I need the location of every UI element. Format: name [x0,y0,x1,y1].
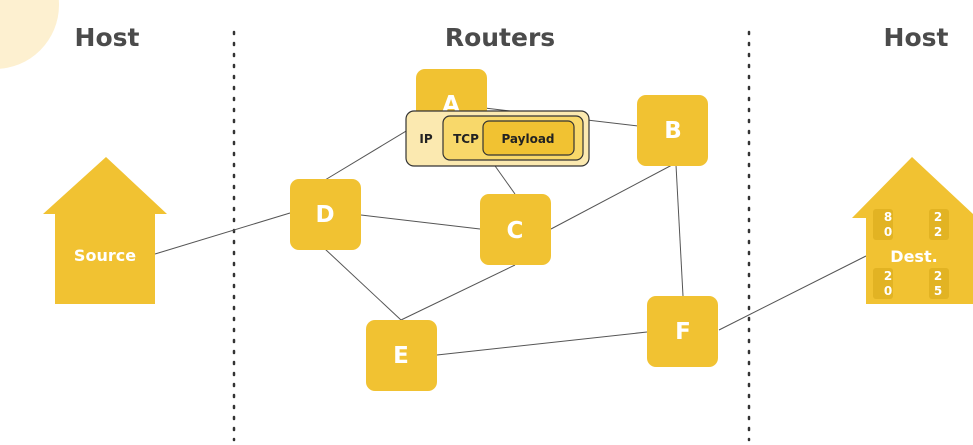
destination-house-shape [852,157,973,304]
link-c-e [400,264,516,321]
dest-window-1 [873,209,893,240]
router-b-label: B [664,118,682,144]
heading-left-host: Host [75,23,140,52]
packet-tcp-label: TCP [453,132,479,146]
router-f-label: F [675,319,691,345]
router-c-label: C [507,218,524,244]
source-label: Source [74,246,136,265]
router-f-box [647,296,718,367]
heading-right-host: Host [884,23,949,52]
heading-routers: Routers [445,23,555,52]
router-e-box [366,320,437,391]
dest-window-4-top: 2 [934,269,942,283]
router-b-box [637,95,708,166]
dest-window-4-bottom: 5 [934,284,942,298]
link-e-f [436,331,648,356]
link-d-c [360,214,481,230]
dest-window-3 [873,268,893,299]
link-b-f [675,164,684,297]
dest-window-2-top: 2 [934,210,942,224]
dest-window-1-top: 8 [884,210,892,224]
packet-payload-label: Payload [501,132,554,146]
destination-host: 8 0 2 2 2 0 2 5 Dest. [852,157,973,304]
dest-window-3-bottom: 0 [884,284,892,298]
router-b: B [637,95,708,166]
packet-payload-layer [482,120,575,156]
router-c-box [480,194,551,265]
packet-ip-label: IP [419,132,432,146]
link-f-dest [718,255,867,331]
link-source-d [154,212,291,255]
router-d-label: D [315,202,334,228]
link-d-e [324,248,402,321]
dest-window-2-bottom: 2 [934,225,942,239]
router-e: E [366,320,437,391]
dest-window-1-bottom: 0 [884,225,892,239]
packet: IP TCP Payload [405,110,590,167]
dest-window-2 [929,209,949,240]
decorative-corner-circle [0,0,59,69]
router-d-box [290,179,361,250]
dest-window-3-top: 2 [884,269,892,283]
link-c-b [550,164,673,230]
router-f: F [647,296,718,367]
destination-label: Dest. [890,247,937,266]
router-e-label: E [393,343,409,369]
router-d: D [290,179,361,250]
dest-window-4 [929,268,949,299]
source-host: Source [43,157,167,304]
router-c: C [480,194,551,265]
source-house-shape [43,157,167,304]
